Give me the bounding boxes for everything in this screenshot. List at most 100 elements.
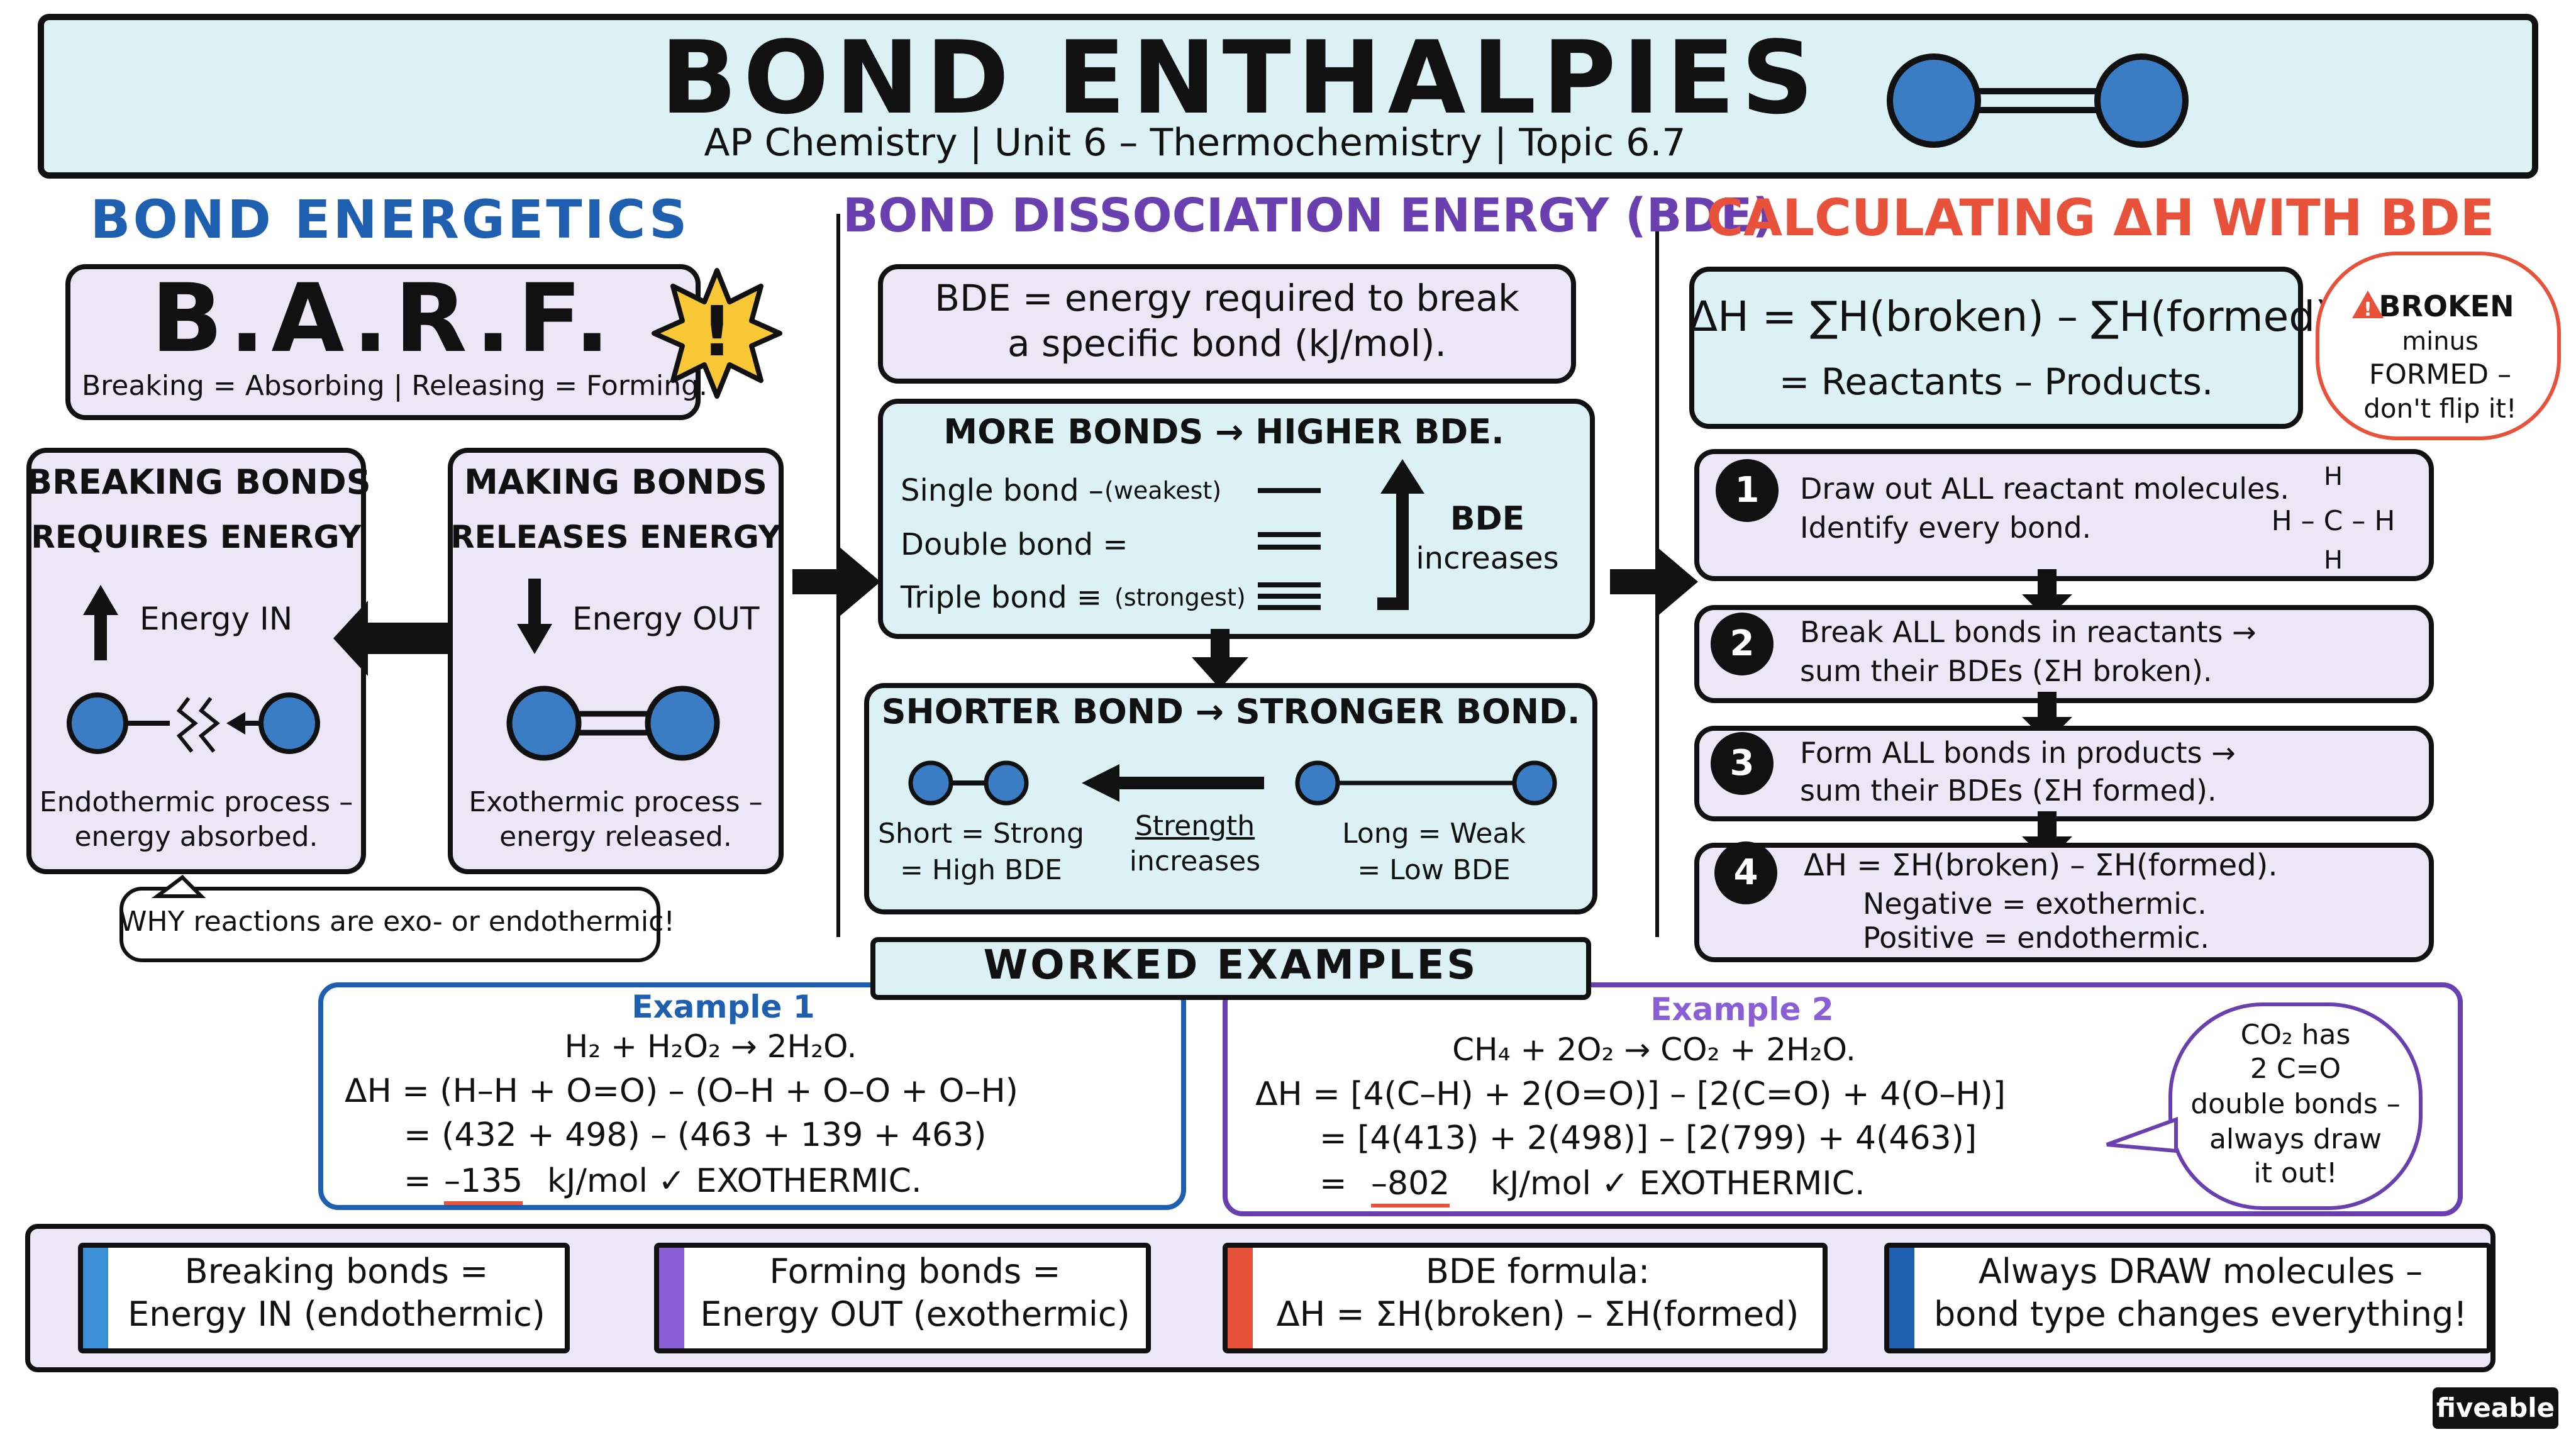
bond-forming-icon <box>506 686 720 761</box>
making-subtitle: RELEASES ENERGY <box>450 519 781 555</box>
bde-definition-2: a specific bond (kJ/mol). <box>1008 322 1446 365</box>
bde-heading: BOND DISSOCIATION ENERGY (BDE) <box>843 189 1774 243</box>
arrow-right-icon-1 <box>792 547 880 616</box>
arrow-right-icon-2 <box>1610 547 1698 616</box>
step-4-line-3: Positive = endothermic. <box>1863 921 2210 955</box>
arrow-up-icon <box>83 585 118 660</box>
arrow-down-icon-2 <box>1192 629 1248 689</box>
warning-icon: ! <box>652 268 782 399</box>
co2-tip-2: 2 C=O <box>2250 1053 2341 1085</box>
example-1-result: –135 <box>444 1162 523 1205</box>
co2-bubble-tail <box>2106 1116 2178 1153</box>
example-1-box <box>318 982 1186 1210</box>
bond-energetics-heading: BOND ENERGETICS <box>90 189 690 250</box>
summary-3-line-2: ΔH = ΣH(broken) – ΣH(formed) <box>1276 1294 1799 1334</box>
summary-1-line-2: Energy IN (endothermic) <box>128 1294 545 1334</box>
worked-examples-banner <box>870 937 1591 1000</box>
example-1-line-2: = (432 + 498) – (463 + 139 + 463) <box>404 1116 987 1154</box>
co2-tip-1: CO₂ has <box>2240 1019 2351 1051</box>
summary-card-4-stripe <box>1889 1248 1914 1348</box>
step-2-line-1: Break ALL bonds in reactants → <box>1800 615 2257 649</box>
summary-card-2-stripe <box>659 1248 684 1348</box>
summary-4-line-1: Always DRAW molecules – <box>1978 1252 2423 1291</box>
step-4-number: 4 <box>1714 841 1777 904</box>
barf-title: B.A.R.F. <box>151 264 616 374</box>
summary-2-line-1: Forming bonds = <box>769 1252 1061 1291</box>
why-note-text: WHY reactions are exo- or endothermic! <box>119 906 675 938</box>
strength-arrow-icon <box>1082 764 1264 802</box>
warning-bubble-1: BROKEN <box>2379 289 2514 323</box>
shorter-bond-box <box>864 683 1597 914</box>
formula-text-2: = Reactants – Products. <box>1779 360 2214 403</box>
step-1-number: 1 <box>1716 459 1779 522</box>
co2-tip-3: double bonds – <box>2190 1088 2401 1120</box>
triple-bond-note: (strongest) <box>1114 584 1246 611</box>
summary-card-1 <box>78 1243 570 1353</box>
summary-4-line-2: bond type changes everything! <box>1934 1294 2467 1334</box>
long-label-1: Long = Weak <box>1342 818 1526 850</box>
example-1-equation: H₂ + H₂O₂ → 2H₂O. <box>564 1028 857 1065</box>
more-bonds-box <box>878 399 1595 639</box>
bde-definition-box <box>878 264 1576 384</box>
example-1-label: Example 1 <box>631 989 815 1025</box>
making-bonds-box <box>448 448 784 874</box>
example-1-line-3-pre: = <box>404 1162 431 1200</box>
summary-card-2 <box>654 1243 1151 1353</box>
example-2-result: –802 <box>1371 1165 1450 1208</box>
making-caption-2: energy released. <box>499 821 732 853</box>
long-bond-icon <box>1295 760 1557 806</box>
arrow-down-icon <box>517 579 552 654</box>
making-title: MAKING BONDS <box>464 462 767 502</box>
short-label-1: Short = Strong <box>878 818 1084 850</box>
triple-bond-label: Triple bond ≡ <box>901 580 1102 615</box>
breaking-title: BREAKING BONDS <box>26 462 371 502</box>
step-3-number: 3 <box>1711 732 1774 795</box>
summary-card-4 <box>1884 1243 2492 1353</box>
example-2-equation: CH₄ + 2O₂ → CO₂ + 2H₂O. <box>1452 1031 1856 1068</box>
breaking-subtitle: REQUIRES ENERGY <box>31 519 362 555</box>
summary-3-line-1: BDE formula: <box>1425 1252 1650 1291</box>
calc-heading: CALCULATING ΔH WITH BDE <box>1706 189 2495 247</box>
long-label-2: = Low BDE <box>1357 854 1511 886</box>
warning-bubble-2: minus <box>2402 327 2479 356</box>
making-caption-1: Exothermic process – <box>469 786 763 818</box>
svg-text:!: ! <box>2363 299 2372 321</box>
barf-caption: Breaking = Absorbing | Releasing = Formi… <box>82 370 708 402</box>
example-1-line-1: ΔH = (H–H + O=O) – (O–H + O–O + O–H) <box>345 1072 1018 1110</box>
example-2-line-1: ΔH = [4(C–H) + 2(O=O)] – [2(C=O) + 4(O–H… <box>1255 1075 2006 1113</box>
more-bonds-title: MORE BONDS → HIGHER BDE. <box>943 412 1504 452</box>
double-bond-label: Double bond = <box>901 527 1128 562</box>
bde-increase-arrow-icon <box>1377 459 1424 610</box>
step-3-box <box>1694 726 2434 821</box>
example-2-line-3-pre: = <box>1319 1165 1347 1202</box>
formula-box <box>1689 267 2303 429</box>
step-3-line-1: Form ALL bonds in products → <box>1800 736 2236 770</box>
warning-bubble-3: FORMED – <box>2368 358 2512 391</box>
why-note-bubble <box>119 887 660 962</box>
methane-middle: H – C – H <box>2271 505 2396 537</box>
barf-box <box>65 264 701 420</box>
energy-out-label: Energy OUT <box>572 601 760 637</box>
energy-in-label: Energy IN <box>140 601 293 637</box>
summary-card-3 <box>1223 1243 1828 1353</box>
methane-top-h: H <box>2323 462 2343 491</box>
bde-increase-label-2: increases <box>1416 541 1559 576</box>
summary-card-1-stripe <box>83 1248 108 1348</box>
summary-card-3-stripe <box>1228 1248 1253 1348</box>
co2-tip-5: it out! <box>2253 1157 2338 1189</box>
example-2-line-3-post: kJ/mol ✓ EXOTHERMIC. <box>1491 1165 1865 1202</box>
strength-label-2: increases <box>1129 845 1261 877</box>
step-1-box <box>1694 449 2434 581</box>
example-2-label: Example 2 <box>1650 991 1834 1028</box>
short-bond-icon <box>908 760 1029 806</box>
breaking-caption-1: Endothermic process – <box>39 786 353 818</box>
co2-tip-4: always draw <box>2209 1123 2382 1155</box>
example-1-line-3-post: kJ/mol ✓ EXOTHERMIC. <box>547 1162 922 1200</box>
summary-2-line-2: Energy OUT (exothermic) <box>700 1294 1130 1334</box>
svg-text:!: ! <box>701 291 733 372</box>
step-4-line-1: ΔH = ΣH(broken) – ΣH(formed). <box>1804 848 2278 883</box>
step-2-line-2: sum their BDEs (ΣH broken). <box>1800 654 2212 688</box>
bond-lines-icon <box>1258 488 1321 610</box>
step-2-box <box>1694 605 2434 703</box>
step-3-line-2: sum their BDEs (ΣH formed). <box>1800 774 2217 808</box>
